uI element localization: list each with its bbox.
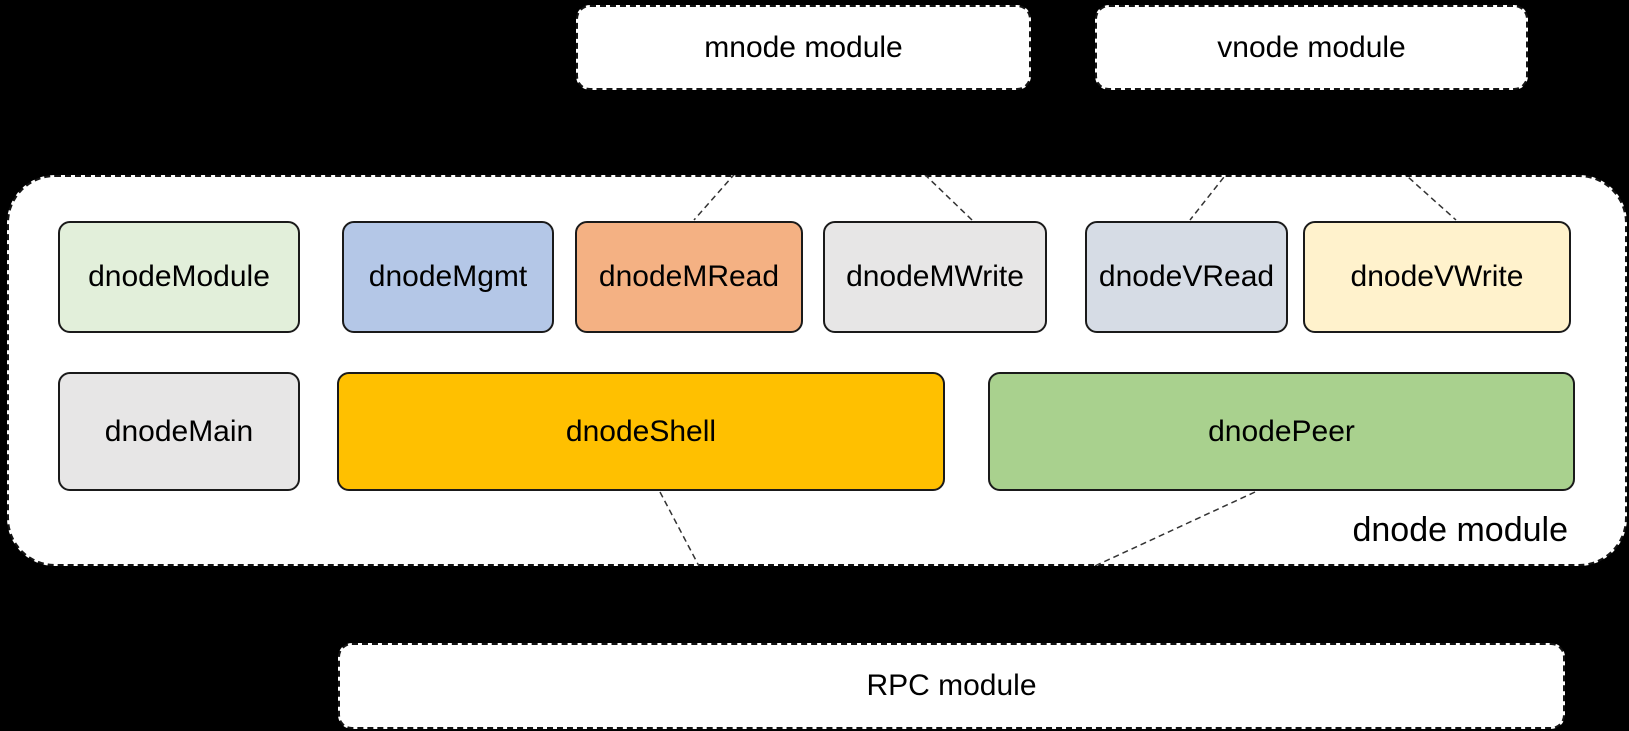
mnode-module-box: mnode module (576, 5, 1031, 90)
block-dnodeMain-label: dnodeMain (104, 414, 254, 448)
rpc-module-box: RPC module (338, 643, 1565, 729)
block-dnodePeer: dnodePeer (988, 372, 1575, 491)
block-dnodeMgmt: dnodeMgmt (342, 221, 554, 333)
block-dnodeMRead: dnodeMRead (575, 221, 803, 333)
block-dnodeModule: dnodeModule (58, 221, 300, 333)
vnode-module-box: vnode module (1095, 5, 1528, 90)
dnode-module-container: dnodeModule dnodeMgmt dnodeMRead dnodeMW… (7, 175, 1627, 566)
rpc-module-label: RPC module (866, 669, 1037, 702)
vnode-module-label: vnode module (1217, 30, 1406, 64)
block-dnodeMgmt-label: dnodeMgmt (368, 260, 528, 293)
block-dnodeMWrite-label: dnodeMWrite (846, 260, 1024, 293)
mnode-module-label: mnode module (704, 30, 903, 64)
block-dnodeVRead: dnodeVRead (1085, 221, 1288, 333)
block-dnodeMain: dnodeMain (58, 372, 300, 491)
block-dnodePeer-label: dnodePeer (1208, 414, 1355, 448)
block-dnodeMWrite: dnodeMWrite (823, 221, 1047, 333)
block-dnodeShell-label: dnodeShell (565, 414, 717, 448)
block-dnodeShell: dnodeShell (337, 372, 945, 491)
block-dnodeMRead-label: dnodeMRead (598, 260, 780, 293)
block-dnodeVWrite: dnodeVWrite (1303, 221, 1571, 333)
block-dnodeModule-label: dnodeModule (88, 260, 270, 293)
block-dnodeVWrite-label: dnodeVWrite (1350, 260, 1524, 293)
block-dnodeVRead-label: dnodeVRead (1098, 260, 1275, 293)
dnode-module-label: dnode module (1352, 511, 1568, 549)
